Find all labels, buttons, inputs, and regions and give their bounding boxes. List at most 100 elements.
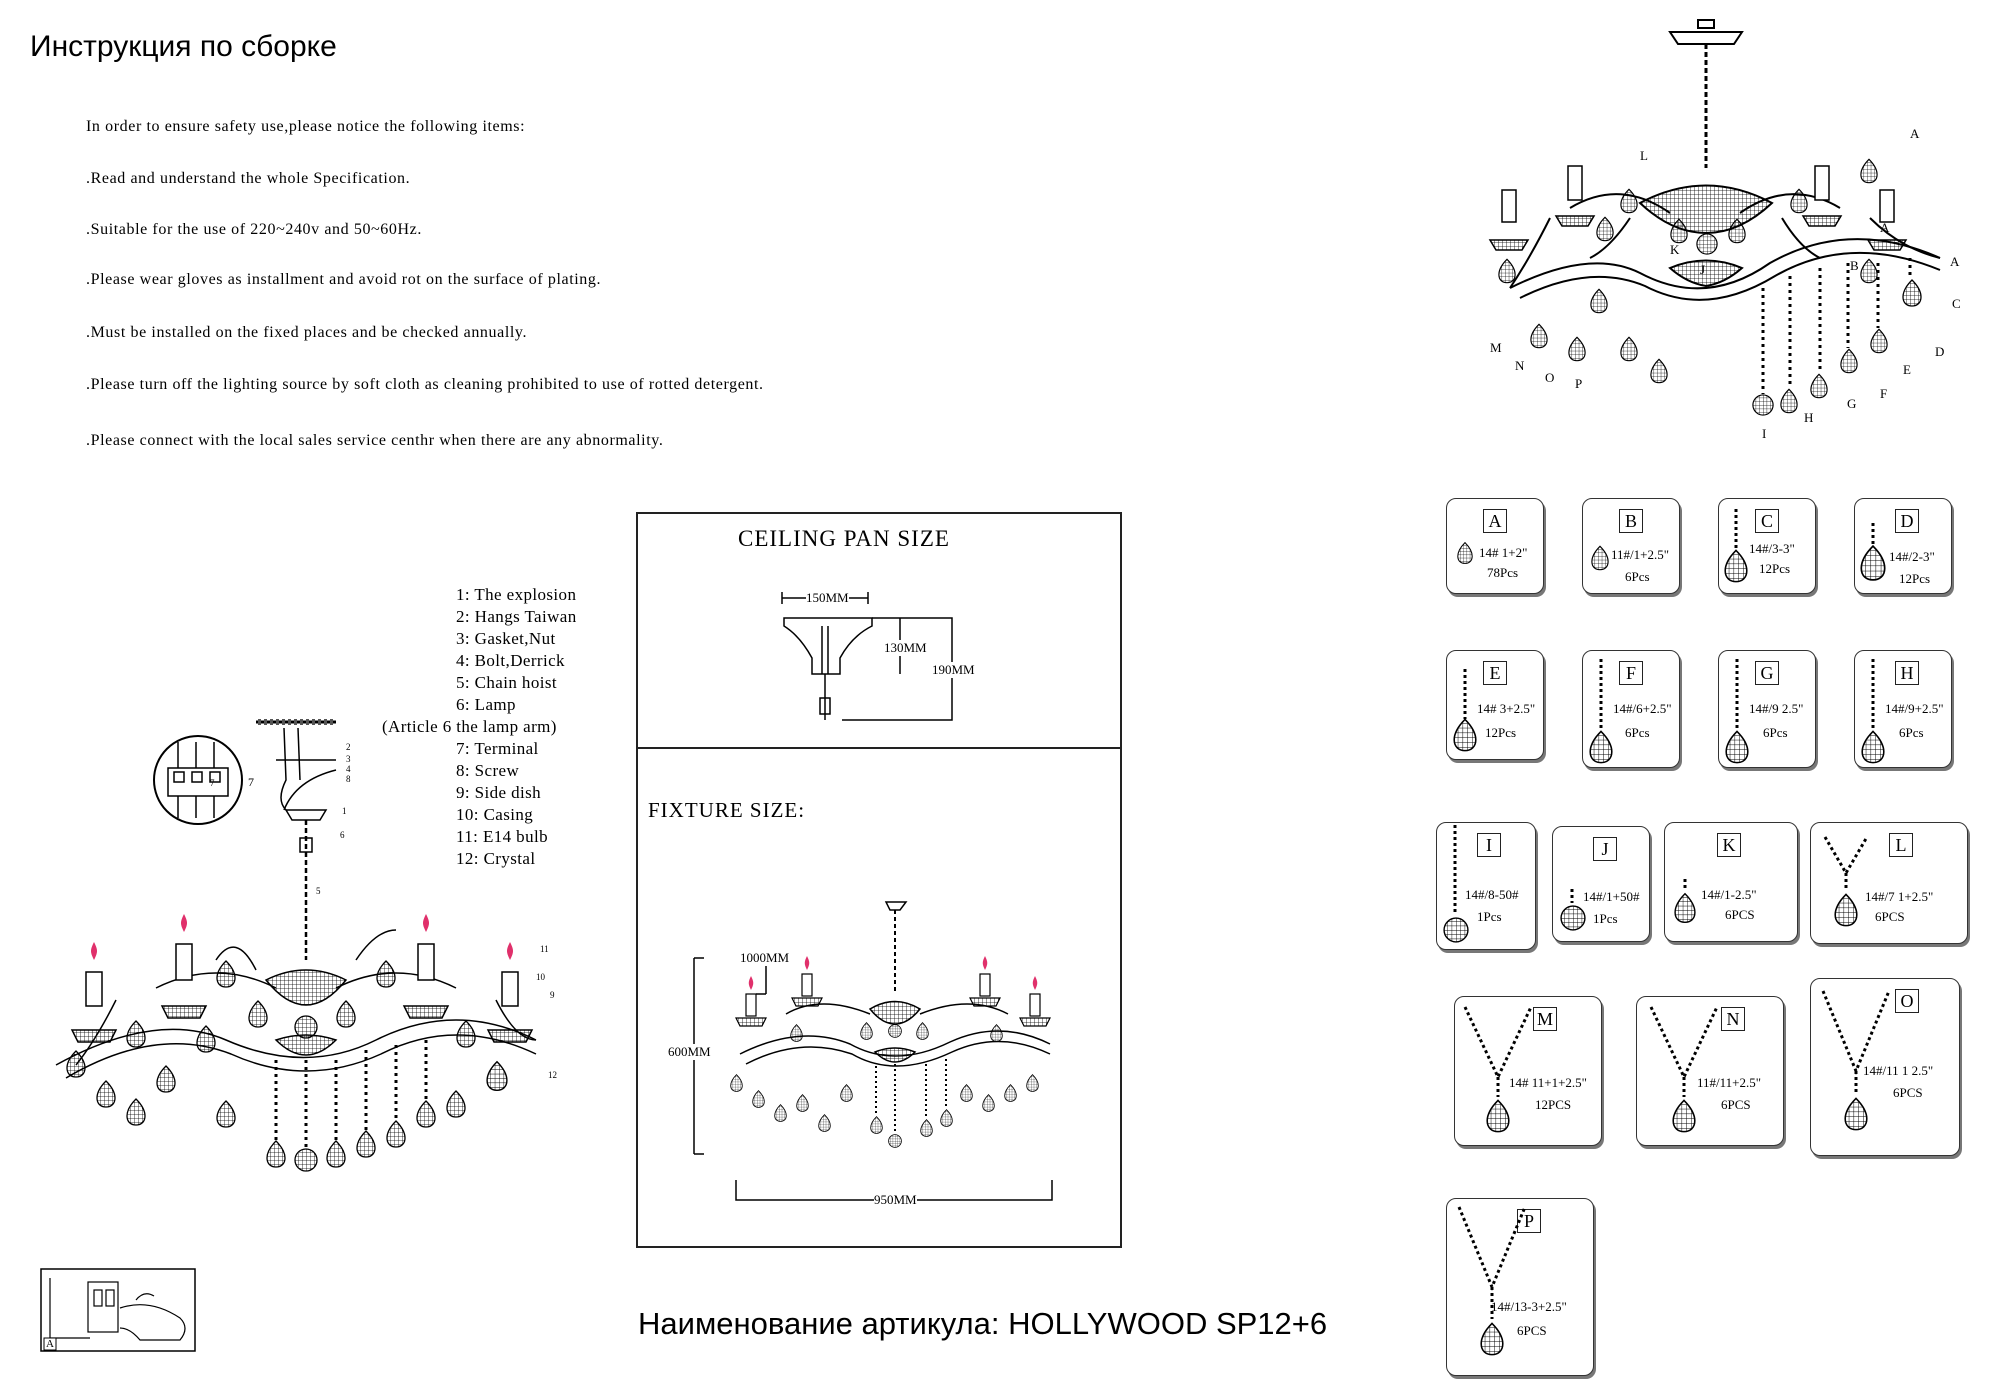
page-title: Инструкция по сборке xyxy=(30,30,337,63)
crystal-spec: 14#/9 2.5" xyxy=(1749,701,1804,716)
crystal-y-chain-icon xyxy=(1823,836,1869,927)
legend-item: 2: Hangs Taiwan xyxy=(456,607,577,626)
crystal-spec: 14# 11+1+2.5" xyxy=(1509,1075,1587,1090)
crystal-letter: G xyxy=(1755,661,1779,685)
legend-item: 7: Terminal xyxy=(456,739,539,758)
callout-letter: B xyxy=(1850,258,1859,273)
crystal-card-h: H 14#/9+2.5" 6Pcs xyxy=(1854,650,1952,768)
ceiling-pan-caption: CEILING PAN SIZE xyxy=(738,526,950,551)
crystal-card-o: O 14#/11 1 2.5" 6PCS xyxy=(1810,978,1960,1156)
crystal-card-k: K 14#/1-2.5" 6PCS xyxy=(1664,822,1798,942)
crystal-qty: 12PCS xyxy=(1535,1097,1572,1112)
crystal-spec: 14#/1+50# xyxy=(1583,889,1640,904)
part-number-label: 2 xyxy=(346,742,351,752)
safety-intro: In order to ensure safety use,please not… xyxy=(86,118,526,135)
crystal-spec: 14#/3-3" xyxy=(1749,541,1795,556)
crystal-drop-icon xyxy=(1591,545,1609,571)
crystal-y-chain-icon xyxy=(1463,1006,1533,1133)
part-number-label: 5 xyxy=(316,886,321,896)
crystal-card-f: F 14#/6+2.5" 6Pcs xyxy=(1582,650,1680,768)
legend-item: 10: Casing xyxy=(456,805,534,824)
part-number-label: 11 xyxy=(540,944,549,954)
legend-item: 6: Lamp xyxy=(456,695,516,714)
crystal-y-chain-icon xyxy=(1457,1206,1527,1356)
crystal-qty: 78Pcs xyxy=(1487,565,1519,580)
crystal-y-chain-icon xyxy=(1821,990,1891,1131)
crystal-card-p: P 14#/13-3+2.5" 6PCS xyxy=(1446,1198,1594,1376)
crystal-qty: 6Pcs xyxy=(1899,725,1924,740)
size-frame xyxy=(636,512,1122,1248)
part-number-label: 1 xyxy=(342,806,347,816)
legend-item: 1: The explosion xyxy=(456,585,577,604)
crystal-qty: 12Pcs xyxy=(1759,561,1791,576)
legend-item: 4: Bolt,Derrick xyxy=(456,651,565,670)
callout-letter: C xyxy=(1952,296,1961,311)
crystal-letter: J xyxy=(1593,837,1617,861)
crystal-chain-drop-icon xyxy=(1861,659,1885,764)
crystal-spec: 14#/2-3" xyxy=(1889,549,1935,564)
callout-letter: L xyxy=(1640,148,1648,163)
crystal-card-c: C 14#/3-3" 12Pcs xyxy=(1718,498,1816,594)
crystal-spec: 14#/13-3+2.5" xyxy=(1491,1299,1567,1314)
parts-legend: 1: The explosion 2: Hangs Taiwan 3: Gask… xyxy=(382,584,631,870)
crystal-chain-ball-icon xyxy=(1443,825,1469,943)
fixture-width: 950MM xyxy=(874,1192,917,1208)
crystal-card-a: A 14# 1+2" 78Pcs xyxy=(1446,498,1544,594)
safety-item: .Please turn off the lighting source by … xyxy=(86,376,764,393)
crystal-y-chain-icon xyxy=(1649,1006,1719,1133)
safety-item: .Please connect with the local sales ser… xyxy=(86,432,664,449)
crystal-qty: 6PCS xyxy=(1721,1097,1751,1112)
crystal-drop-icon xyxy=(1457,541,1473,565)
callout-letter: D xyxy=(1935,344,1945,359)
terminal-detail-number: 7 xyxy=(248,775,254,789)
article-name: Наименование артикула: HOLLYWOOD SP12+6 xyxy=(638,1306,1328,1341)
crystal-chain-drop-icon xyxy=(1724,509,1748,583)
crystal-qty: 6PCS xyxy=(1517,1323,1547,1338)
callout-letter: F xyxy=(1880,386,1888,401)
crystal-qty: 6PCS xyxy=(1875,909,1905,924)
ceiling-pan-height-outer: 190MM xyxy=(932,662,975,678)
crystal-letter: M xyxy=(1533,1007,1557,1031)
legend-item: 8: Screw xyxy=(456,761,520,780)
crystal-qty: 1Pcs xyxy=(1593,911,1618,926)
callout-letter: A xyxy=(1950,254,1960,269)
callout-letter: M xyxy=(1490,340,1502,355)
power-off-label: A xyxy=(46,1338,54,1350)
crystal-spec: 11#/11+2.5" xyxy=(1697,1075,1762,1090)
crystal-letter: O xyxy=(1895,989,1919,1013)
exploded-chandelier-illustration xyxy=(55,719,537,1172)
fixture-size-illustration xyxy=(693,901,1053,1201)
crystal-qty: 6PCS xyxy=(1893,1085,1923,1100)
crystal-qty: 12Pcs xyxy=(1899,571,1931,586)
callout-letter: O xyxy=(1545,370,1555,385)
callout-letter: G xyxy=(1847,396,1857,411)
crystal-card-e: E 14# 3+2.5" 12Pcs xyxy=(1446,650,1544,760)
crystal-chain-drop-icon xyxy=(1589,659,1613,764)
crystal-letter: P xyxy=(1517,1209,1541,1233)
crystal-spec: 14#/11 1 2.5" xyxy=(1863,1063,1934,1078)
callout-letter: N xyxy=(1515,358,1525,373)
callout-letter: A xyxy=(1880,220,1890,235)
overview-chandelier-illustration xyxy=(1488,19,1941,416)
legend-item: 11: E14 bulb xyxy=(456,827,548,846)
crystal-letter: K xyxy=(1717,833,1741,857)
crystal-qty: 12Pcs xyxy=(1485,725,1517,740)
crystal-letter: N xyxy=(1721,1007,1745,1031)
crystal-card-d: D 14#/2-3" 12Pcs xyxy=(1854,498,1952,594)
part-number-label: 9 xyxy=(550,990,555,1000)
power-off-illustration xyxy=(40,1268,196,1352)
crystal-spec: 14#/6+2.5" xyxy=(1613,701,1672,716)
crystal-card-i: I 14#/8-50# 1Pcs xyxy=(1436,822,1536,950)
crystal-qty: 6Pcs xyxy=(1625,569,1650,584)
part-number-label: 3 xyxy=(346,754,351,764)
crystal-qty: 6PCS xyxy=(1725,907,1755,922)
callout-letter: I xyxy=(1762,426,1767,441)
crystal-letter: B xyxy=(1619,509,1643,533)
callout-letter: K xyxy=(1670,242,1680,257)
crystal-card-j: J 14#/1+50# 1Pcs xyxy=(1552,826,1650,942)
crystal-ball-icon xyxy=(1560,889,1586,931)
crystal-spec: 11#/1+2.5" xyxy=(1611,547,1670,562)
callout-letter: A xyxy=(1910,126,1920,141)
part-number-label: 8 xyxy=(346,774,351,784)
crystal-letter: E xyxy=(1483,661,1507,685)
